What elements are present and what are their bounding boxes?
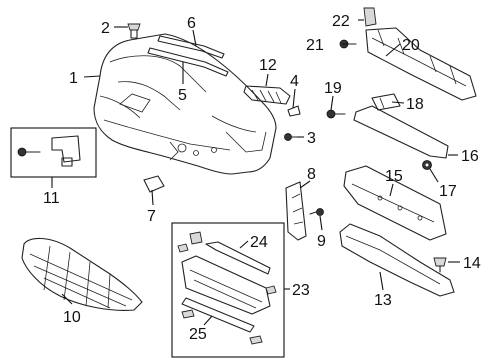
bolt-3-part <box>284 133 298 141</box>
grille-frame-part <box>181 255 271 315</box>
callout-3: 3 <box>307 130 316 147</box>
bracket-group-box <box>10 127 97 178</box>
upper-seal-part <box>157 35 225 59</box>
callout-5: 5 <box>178 87 187 104</box>
lower-grille-part <box>21 237 143 311</box>
leader-7 <box>151 189 154 206</box>
bumper-cover-part <box>93 33 277 175</box>
leader-8 <box>299 180 311 189</box>
grille-lower-strip-part <box>181 285 277 345</box>
leader-17 <box>429 168 439 183</box>
leader-lines <box>51 19 460 326</box>
lower-absorber-part <box>339 223 455 297</box>
lower-reinforcement-part <box>353 105 449 159</box>
leader-13 <box>379 271 384 291</box>
side-bracket-part <box>285 181 307 241</box>
nut-part <box>422 160 432 170</box>
tow-hook-cover-part <box>143 175 165 193</box>
leader-1 <box>83 75 101 78</box>
callout-25: 25 <box>189 326 207 343</box>
leader-6 <box>192 29 197 47</box>
leader-24 <box>239 240 249 249</box>
clip-part <box>127 23 141 39</box>
callout-15: 15 <box>385 168 403 185</box>
leader-18 <box>391 101 405 104</box>
callout-18: 18 <box>406 96 424 113</box>
leader-12 <box>265 73 269 87</box>
grille-assembly-box <box>171 222 285 358</box>
callout-14: 14 <box>463 255 481 272</box>
reinforcement-beam-part <box>365 27 477 101</box>
clip-22-part <box>363 7 377 27</box>
callout-11: 11 <box>43 190 60 207</box>
callout-21: 21 <box>306 37 324 54</box>
retainer-part <box>287 105 301 117</box>
bracket-part <box>17 135 81 167</box>
callout-6: 6 <box>187 15 196 32</box>
bracket-18-part <box>371 93 401 111</box>
callout-9: 9 <box>317 233 326 250</box>
leader-4 <box>292 88 296 109</box>
callout-10: 10 <box>63 309 81 326</box>
callout-labels: 1 2 3 4 5 6 7 8 9 10 11 12 13 14 15 16 1… <box>43 13 481 343</box>
callout-2: 2 <box>101 20 110 37</box>
clip-14-part <box>433 257 447 273</box>
callout-19: 19 <box>324 80 342 97</box>
grille-insert-part <box>243 85 291 105</box>
callout-8: 8 <box>307 166 316 183</box>
callout-17: 17 <box>439 183 457 200</box>
callout-7: 7 <box>147 208 156 225</box>
callout-12: 12 <box>259 57 277 74</box>
leader-19 <box>330 95 334 111</box>
energy-absorber-part <box>343 165 447 241</box>
leader-25 <box>203 315 213 326</box>
callout-24: 24 <box>250 234 268 251</box>
bolt-9-part <box>309 208 324 216</box>
callout-23: 23 <box>292 282 310 299</box>
leader-20 <box>385 43 401 57</box>
leader-10 <box>61 293 73 305</box>
callout-22: 22 <box>332 13 350 30</box>
callout-1: 1 <box>69 70 78 87</box>
callout-13: 13 <box>374 292 392 309</box>
leader-15 <box>389 183 394 197</box>
callout-4: 4 <box>290 73 299 90</box>
callout-20: 20 <box>402 37 420 54</box>
leader-9 <box>319 215 323 231</box>
bolt-19-part <box>326 109 346 119</box>
grille-molding-part <box>177 231 271 275</box>
callout-16: 16 <box>461 148 479 165</box>
upper-molding-part <box>147 47 229 77</box>
